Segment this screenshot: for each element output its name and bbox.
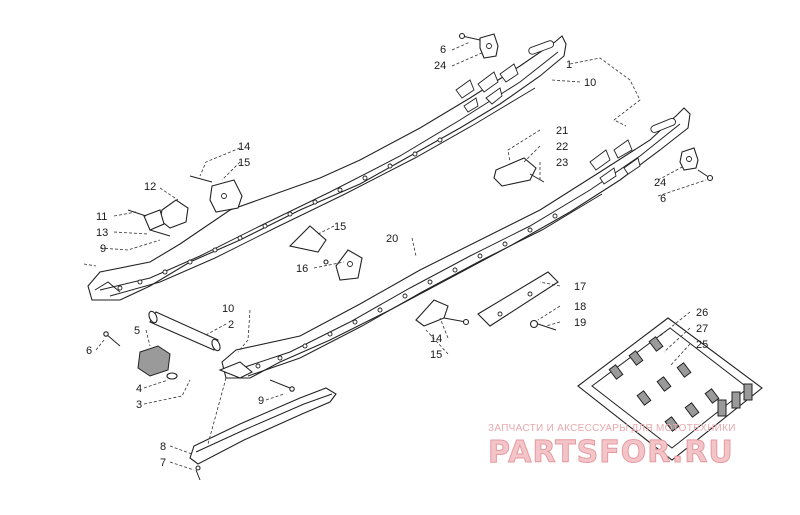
axle-tube bbox=[148, 310, 221, 352]
callout-15-upper: 15 bbox=[238, 157, 250, 169]
callout-15-lower: 15 bbox=[430, 349, 442, 361]
callout-24-top: 24 bbox=[434, 60, 446, 72]
callout-22: 22 bbox=[556, 141, 568, 153]
rear-slide-rail bbox=[87, 35, 567, 301]
callout-2: 2 bbox=[228, 319, 234, 331]
idler-wheel bbox=[103, 331, 178, 380]
callout-6-top: 6 bbox=[440, 44, 446, 56]
watermark: ЗАПЧАСТИ И АКСЕССУАРЫ ДЛЯ МОТОТЕХНИКИ PA… bbox=[488, 423, 736, 471]
callout-3: 3 bbox=[136, 399, 142, 411]
adjuster-plate bbox=[477, 271, 559, 331]
callout-17: 17 bbox=[574, 281, 586, 293]
callout-21: 21 bbox=[556, 125, 568, 137]
callout-15-middle: 15 bbox=[334, 221, 346, 233]
callout-26: 26 bbox=[696, 307, 708, 319]
track-section bbox=[577, 317, 763, 461]
watermark-tagline: ЗАПЧАСТИ И АКСЕССУАРЫ ДЛЯ МОТОТЕХНИКИ bbox=[488, 423, 736, 434]
callout-9-lower: 9 bbox=[258, 395, 264, 407]
callout-16: 16 bbox=[296, 263, 308, 275]
callout-27: 27 bbox=[696, 323, 708, 335]
callout-11: 11 bbox=[96, 211, 107, 223]
front-slide-rail bbox=[221, 107, 691, 379]
callout-24-right: 24 bbox=[654, 177, 666, 189]
rear-axle-bracket-top bbox=[458, 32, 499, 59]
track-cleats bbox=[608, 336, 753, 432]
callout-5: 5 bbox=[134, 325, 140, 337]
callout-19: 19 bbox=[574, 317, 586, 329]
callout-12: 12 bbox=[144, 181, 156, 193]
rail-hole-row bbox=[117, 137, 443, 291]
callout-4: 4 bbox=[136, 383, 142, 395]
shock-bracket-middle bbox=[288, 225, 363, 281]
callout-labels: 1 10 6 24 14 15 12 11 13 9 15 16 20 21 2… bbox=[86, 44, 708, 469]
callout-10-lower: 10 bbox=[222, 303, 234, 315]
callout-8: 8 bbox=[160, 441, 166, 453]
bumper-block bbox=[493, 157, 545, 187]
callout-6-lower: 6 bbox=[86, 345, 92, 357]
watermark-brand-logo: PARTSFOR.RU bbox=[488, 435, 734, 470]
callout-18: 18 bbox=[574, 301, 586, 313]
rail-hole-row-front bbox=[255, 213, 558, 369]
hyfax-wear-strip bbox=[189, 387, 337, 481]
callout-6-right: 6 bbox=[660, 193, 666, 205]
shock-bracket-lower bbox=[415, 299, 470, 327]
shock-bracket-upper bbox=[189, 175, 243, 213]
callout-13: 13 bbox=[96, 227, 108, 239]
callout-1: 1 bbox=[566, 59, 572, 71]
leader-lines bbox=[83, 41, 707, 471]
callout-14-lower: 14 bbox=[430, 333, 442, 345]
callout-23: 23 bbox=[556, 157, 568, 169]
callout-10-top: 10 bbox=[584, 77, 596, 89]
callout-7: 7 bbox=[160, 457, 166, 469]
rear-axle-bracket-right bbox=[679, 147, 714, 182]
callout-9-upper: 9 bbox=[100, 243, 106, 255]
callout-14-upper: 14 bbox=[238, 141, 250, 153]
rail-end-cap bbox=[218, 361, 295, 392]
callout-20: 20 bbox=[386, 233, 398, 245]
front-bumper-pad bbox=[127, 199, 189, 237]
callout-25: 25 bbox=[696, 339, 708, 351]
